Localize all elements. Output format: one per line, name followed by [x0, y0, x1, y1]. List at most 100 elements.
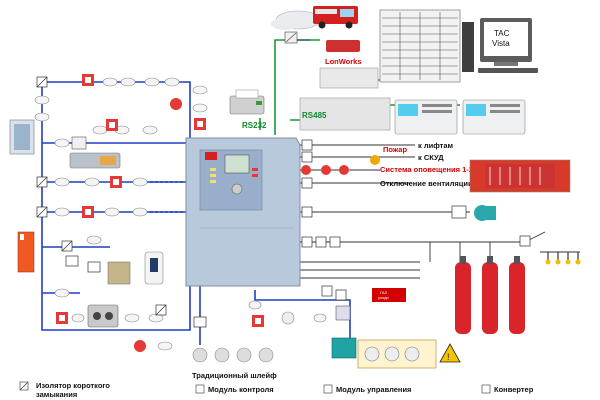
smoke-detector-icon: [92, 125, 108, 135]
control-module-icon: [65, 255, 79, 267]
isolator-icon: [36, 76, 48, 88]
smoke-detector-icon: [34, 112, 50, 122]
manual-call-point-icon: [82, 206, 94, 218]
legend-isolator-label-2: замыкания: [36, 390, 77, 399]
rs485-label: RS485: [302, 111, 327, 120]
manual-call-point-icon: [252, 315, 264, 327]
legend-output-module-icon: [323, 384, 333, 394]
smoke-detector-icon: [54, 177, 70, 187]
sounder-red-icon: [339, 165, 349, 175]
smoke-detector-icon: [132, 177, 148, 187]
smoke-detector-icon: [132, 207, 148, 217]
svg-text:!: !: [447, 352, 450, 362]
isolator-icon: [36, 176, 48, 188]
strobe-red-icon: [134, 340, 146, 352]
control-module-icon: [193, 316, 207, 328]
output-module-icon: [301, 206, 313, 218]
relay-box-icon: [451, 205, 467, 219]
label-lifts: к лифтам: [418, 141, 454, 150]
server-rack-icon: [379, 9, 461, 83]
output-modules: [301, 139, 380, 248]
legend-converter-label: Конвертер: [494, 385, 534, 394]
fire-truck-icon: [313, 6, 358, 29]
gas-sign-text: ГАЗ: [380, 290, 388, 295]
smoke-detector-icon: [71, 313, 85, 323]
smoke-detector-icon: [248, 300, 262, 310]
gas-exit-sign: ГАЗ уходи: [372, 288, 406, 302]
gas-cylinders-icon: [455, 256, 525, 334]
fan-icon: [474, 205, 496, 221]
module-box-icon: [71, 136, 87, 150]
beacon-icon: [370, 155, 380, 165]
rs485-module: RS485: [299, 97, 391, 131]
smoke-detector-icon: [164, 77, 180, 87]
smoke-detector-icon: [54, 207, 70, 217]
smoke-detector-icon: [54, 288, 70, 298]
legend-output-module-label: Модуль управления: [336, 385, 411, 394]
manual-call-point-icon: [110, 176, 122, 188]
smoke-detector-icon: [84, 177, 100, 187]
ventilation-unit-icon: [469, 159, 571, 193]
label-access-control: к СКУД: [418, 153, 444, 162]
beam-detector-icon: [69, 152, 121, 169]
valve-block-icon: [107, 261, 131, 285]
red-cabinet-icon: [17, 231, 35, 273]
legend-isolator-icon: [19, 381, 29, 391]
cameras-panel: [357, 339, 437, 369]
isolator-icon: [155, 304, 167, 316]
lonworks-label: LonWorks: [325, 57, 362, 66]
rs232-label: RS232: [242, 121, 267, 130]
manual-call-point-icon: [82, 74, 94, 86]
fire-control-panel: [185, 137, 301, 287]
converter-box-top: [284, 31, 298, 44]
tac-label-1: TAC: [494, 29, 510, 38]
isolator-icon: [61, 240, 73, 252]
smoke-detector-icon: [192, 103, 208, 113]
legend-converter-icon: [481, 384, 491, 394]
label-vent-off: Отключение вентиляции: [380, 179, 473, 188]
gas-control-modules: [321, 285, 351, 321]
traditional-detector-icon: [214, 347, 230, 363]
smoke-detector-icon: [192, 85, 208, 95]
printer-icon: RS232: [229, 89, 267, 130]
output-module-icon: [301, 177, 313, 189]
cloud-icon: [271, 10, 321, 30]
legend-control-module-label: Модуль контроля: [208, 385, 274, 394]
legend: Изолятор короткого замыкания Модуль конт…: [19, 381, 534, 399]
door-icon: [9, 119, 35, 155]
label-fire: Пожар: [383, 145, 407, 154]
sounder-red-icon: [170, 98, 182, 110]
traditional-detector-icon: [192, 347, 208, 363]
siren-icon: [301, 165, 311, 175]
smoke-detector-icon: [34, 95, 50, 105]
lonworks-box: LonWorks: [319, 40, 379, 89]
smoke-detector-icon: [102, 77, 118, 87]
sounder-red-icon: [321, 165, 331, 175]
legend-isolator-label-1: Изолятор короткого: [36, 381, 110, 390]
loop-devices: [9, 74, 327, 363]
manual-call-point-icon: [56, 312, 68, 324]
smoke-detector-icon: [157, 341, 173, 351]
traditional-loop-label: Традиционный шлейф: [192, 371, 277, 380]
smoke-detector-icon: [86, 235, 102, 245]
traditional-detector-icon: [236, 347, 252, 363]
sprinkler-manifold-icon: [519, 235, 581, 265]
manual-call-point-icon: [194, 118, 206, 130]
workstation-icon: TAC Vista: [462, 18, 538, 73]
output-module-icon: [315, 236, 327, 248]
legend-control-module-icon: [195, 384, 205, 394]
output-module-icon: [329, 236, 341, 248]
tac-label-2: Vista: [492, 39, 510, 48]
output-module-icon: [301, 139, 313, 151]
smoke-detector-icon: [144, 77, 160, 87]
dual-beam-icon: [87, 304, 119, 328]
smoke-detector-icon: [124, 313, 140, 323]
slave-panel-1: [394, 99, 458, 135]
detector-icon: [281, 311, 295, 325]
smoke-detector-icon: [104, 207, 120, 217]
smoke-detector-icon: [54, 138, 70, 148]
display-device-icon: [144, 251, 164, 285]
traditional-detector-icon: [258, 347, 274, 363]
smoke-detector-icon: [313, 313, 327, 323]
